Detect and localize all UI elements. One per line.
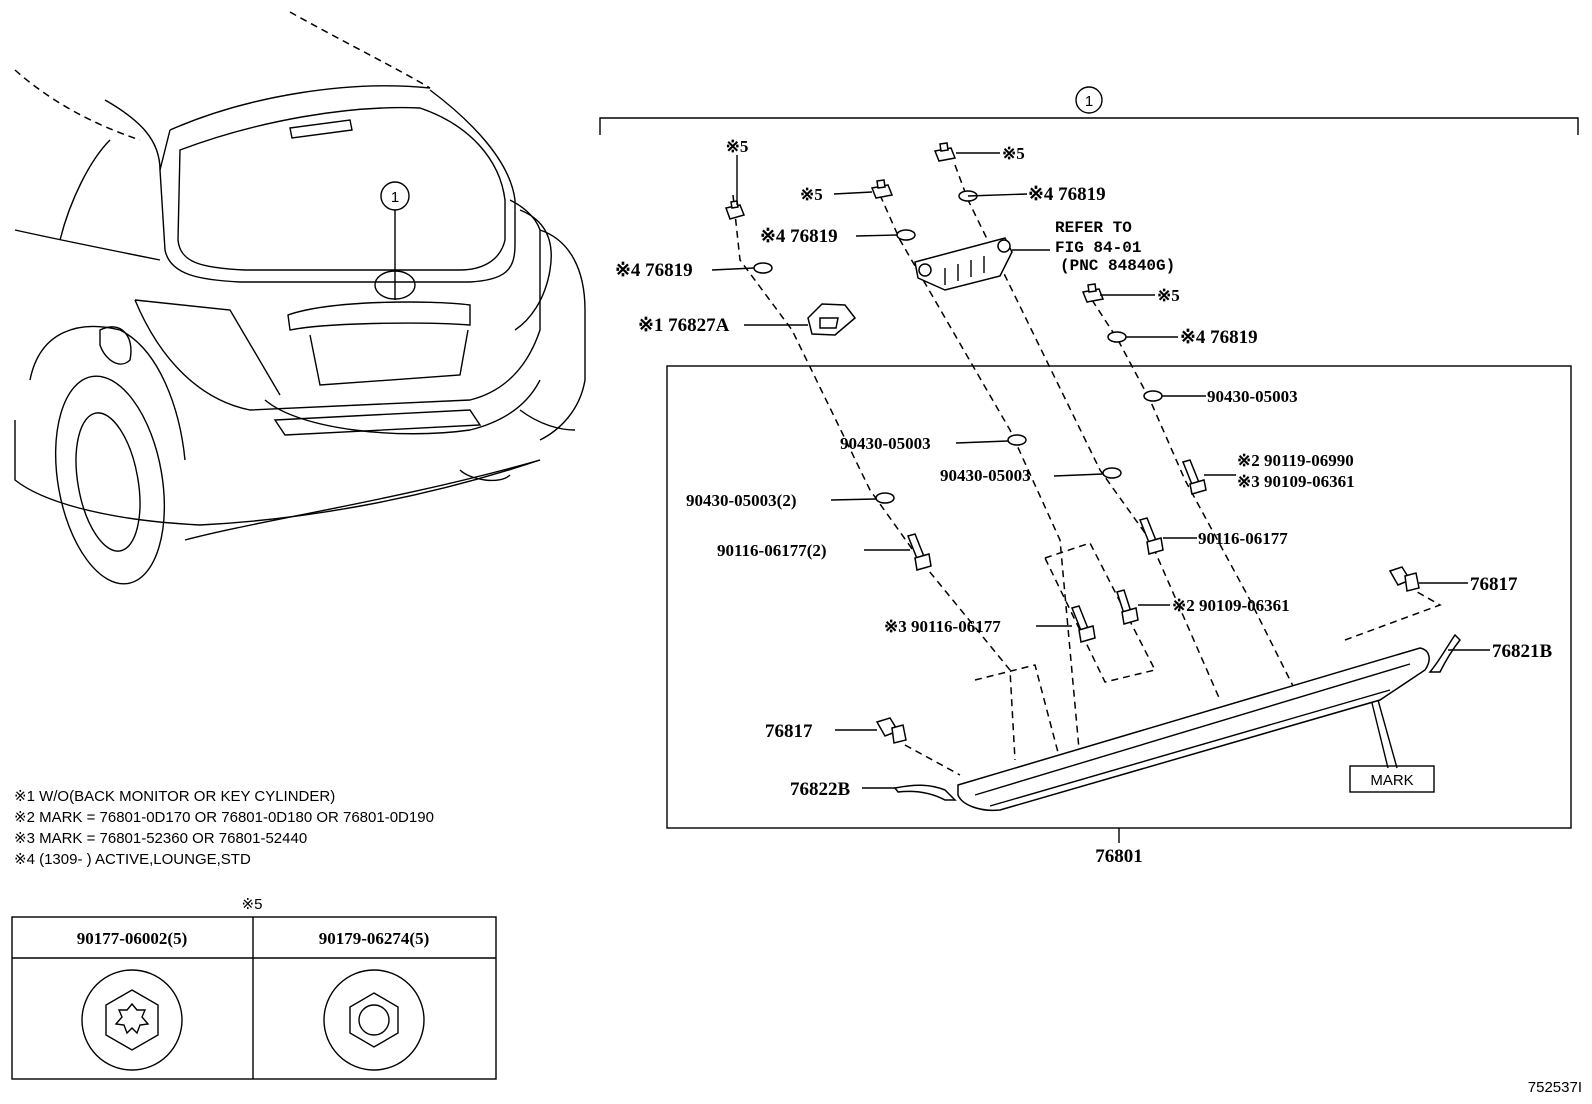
pad-76822b-icon — [893, 784, 957, 801]
label-nut-b: 90430-05003 — [840, 434, 931, 453]
assembly-part-number: 76801 — [1095, 846, 1143, 867]
clip-icon-b — [870, 179, 894, 199]
label-screw-c: 90116-06177(2) — [717, 541, 827, 560]
footnote-1: ※1 W/O(BACK MONITOR OR KEY CYLINDER) — [14, 788, 335, 805]
nut-icon-c — [1102, 467, 1122, 479]
label-clip-76817-left: 76817 — [765, 721, 813, 742]
washer-icon-d — [1107, 331, 1127, 343]
clip-icon-c — [933, 142, 957, 162]
table-caption: ※5 — [242, 896, 263, 913]
refer-line-1: REFER TO — [1055, 219, 1132, 237]
screw-icon-e — [1070, 605, 1096, 643]
nut-icon-b — [1007, 434, 1027, 446]
assembly-bracket: 1 — [599, 86, 1579, 135]
label-screw-e: ※3 90116-06177 — [884, 617, 1001, 636]
screw-icon-a — [1181, 459, 1207, 495]
table-col2-header: 90179-06274(5) — [319, 929, 429, 948]
label-pad-76821b: 76821B — [1492, 641, 1553, 662]
assembly-callout-number: 1 — [1085, 93, 1093, 110]
screw-icon-b — [1138, 517, 1164, 555]
refer-line-3: (PNC 84840G) — [1060, 257, 1175, 275]
label-washer-c: ※4 76819 — [1028, 184, 1106, 205]
washer-icon-a — [753, 262, 773, 274]
label-clip-d: ※5 — [1157, 286, 1180, 305]
table-col1-header: 90177-06002(5) — [77, 929, 187, 948]
footnote-4: ※4 (1309- ) ACTIVE,LOUNGE,STD — [14, 851, 251, 868]
label-clip-b: ※5 — [800, 185, 823, 204]
garnish-76801-icon — [957, 647, 1430, 812]
figure-id: 752537I — [1528, 1079, 1582, 1096]
label-screw-d: ※2 90109-06361 — [1172, 596, 1290, 615]
screw-icon-c — [906, 533, 932, 571]
label-washer-a: ※4 76819 — [615, 260, 693, 281]
label-nut-a: 90430-05003 — [1207, 387, 1298, 406]
footnote-3: ※3 MARK = 76801-52360 OR 76801-52440 — [14, 830, 307, 847]
clip-76817-left-icon — [875, 717, 907, 744]
clip-icon-d — [1081, 283, 1105, 303]
nut-icon-d — [875, 492, 895, 504]
label-pad-76822b: 76822B — [790, 779, 851, 800]
footnotes: ※1 W/O(BACK MONITOR OR KEY CYLINDER) ※2 … — [14, 788, 434, 868]
screw-icon-d — [1116, 589, 1139, 625]
label-nut-d: 90430-05003(2) — [686, 491, 796, 510]
hex-nut-icon — [323, 969, 425, 1071]
bracket-76827a-icon — [807, 303, 857, 336]
label-screw-a-line2: ※3 90109-06361 — [1237, 472, 1355, 491]
clip-icon-a — [725, 200, 746, 220]
label-clip-a: ※5 — [726, 137, 749, 156]
label-clip-c: ※5 — [1002, 144, 1025, 163]
leader-lines — [711, 152, 1490, 789]
nut-icon-a — [1143, 390, 1163, 402]
mark-box — [1349, 765, 1435, 793]
label-clip-76817-right: 76817 — [1470, 574, 1518, 595]
lamp-unit-icon — [914, 237, 1013, 291]
clip-76817-right-icon — [1388, 566, 1420, 592]
label-mark: MARK — [1370, 772, 1413, 789]
torx-nut-icon — [81, 969, 183, 1071]
label-washer-d: ※4 76819 — [1180, 327, 1258, 348]
label-bracket-76827a: ※1 76827A — [638, 315, 730, 336]
label-washer-b: ※4 76819 — [760, 226, 838, 247]
car-callout-number: 1 — [391, 189, 399, 206]
washer-icon-b — [896, 229, 916, 241]
car-rear-illustration: 1 — [14, 11, 586, 585]
label-nut-c: 90430-05003 — [940, 466, 1031, 485]
clip-table: ※5 90177-06002(5) 90179-06274(5) — [11, 896, 497, 1080]
label-screw-b: 90116-06177 — [1198, 529, 1288, 548]
footnote-2: ※2 MARK = 76801-0D170 OR 76801-0D180 OR … — [14, 809, 434, 826]
pad-76821b-icon — [1428, 633, 1462, 673]
label-screw-a-line1: ※2 90119-06990 — [1237, 451, 1354, 470]
refer-line-2: FIG 84-01 — [1055, 239, 1141, 257]
